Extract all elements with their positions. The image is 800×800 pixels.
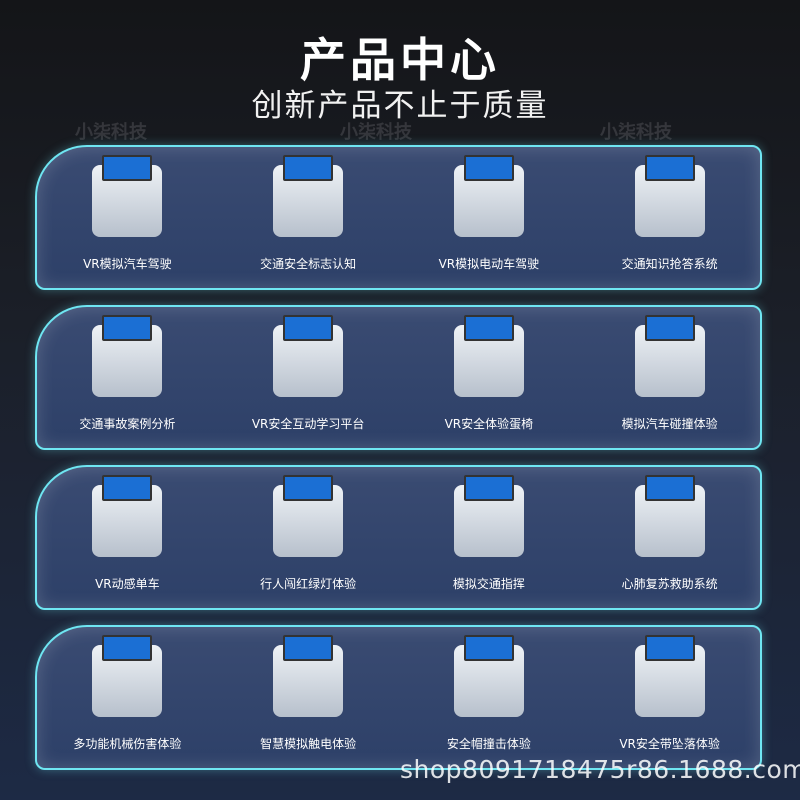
product-label: 模拟汽车碰撞体验	[621, 417, 718, 431]
product-row-card: 交通事故案例分析 VR安全互动学习平台 VR安全体验蛋椅 模拟汽车碰撞体验	[35, 305, 762, 450]
product-row-card: 多功能机械伤害体验 智慧模拟触电体验 安全帽撞击体验 VR安全带坠落体验	[35, 625, 762, 770]
product-item[interactable]: 交通事故案例分析	[37, 307, 218, 448]
product-item[interactable]: 模拟汽车碰撞体验	[579, 307, 760, 448]
product-image	[434, 475, 544, 567]
product-image	[72, 315, 182, 407]
product-row-card: VR动感单车 行人闯红绿灯体验 模拟交通指挥 心肺复苏救助系统	[35, 465, 762, 610]
product-image	[434, 315, 544, 407]
product-label: 交通安全标志认知	[260, 257, 357, 271]
product-item[interactable]: 心肺复苏救助系统	[579, 467, 760, 608]
product-image	[434, 155, 544, 247]
product-item[interactable]: VR安全带坠落体验	[579, 627, 760, 768]
product-label: VR动感单车	[95, 577, 160, 591]
product-item[interactable]: VR动感单车	[37, 467, 218, 608]
product-label: VR安全体验蛋椅	[444, 417, 534, 431]
product-item[interactable]: 多功能机械伤害体验	[37, 627, 218, 768]
product-image	[615, 475, 725, 567]
product-label: 安全帽撞击体验	[446, 737, 531, 751]
product-label: 交通知识抢答系统	[621, 257, 718, 271]
product-item[interactable]: 模拟交通指挥	[399, 467, 580, 608]
watermark-logo: 小柒科技	[340, 122, 412, 143]
product-item[interactable]: VR安全互动学习平台	[218, 307, 399, 448]
product-image	[253, 475, 363, 567]
product-item[interactable]: 行人闯红绿灯体验	[218, 467, 399, 608]
product-image	[615, 635, 725, 727]
product-item[interactable]: 智慧模拟触电体验	[218, 627, 399, 768]
product-item[interactable]: 安全帽撞击体验	[399, 627, 580, 768]
product-item[interactable]: VR模拟电动车驾驶	[399, 147, 580, 288]
shop-url: shop8091718475r86.1688.com	[400, 755, 800, 784]
page-subtitle: 创新产品不止于质量	[251, 88, 549, 124]
product-label: VR安全带坠落体验	[619, 737, 720, 751]
product-label: VR安全互动学习平台	[251, 417, 365, 431]
product-label: 多功能机械伤害体验	[73, 737, 182, 751]
product-item[interactable]: VR安全体验蛋椅	[399, 307, 580, 448]
watermark-logo: 小柒科技	[75, 122, 147, 143]
product-image	[72, 475, 182, 567]
product-image	[72, 635, 182, 727]
watermark-logo: 小柒科技	[600, 122, 672, 143]
product-label: 智慧模拟触电体验	[260, 737, 357, 751]
product-label: 模拟交通指挥	[452, 577, 525, 591]
product-item[interactable]: VR模拟汽车驾驶	[37, 147, 218, 288]
product-label: 行人闯红绿灯体验	[260, 577, 357, 591]
product-image	[72, 155, 182, 247]
page-title: 产品中心	[300, 33, 500, 87]
product-image	[253, 635, 363, 727]
product-label: VR模拟电动车驾驶	[438, 257, 540, 271]
product-label: 心肺复苏救助系统	[621, 577, 718, 591]
product-image	[615, 155, 725, 247]
product-row-card: VR模拟汽车驾驶 交通安全标志认知 VR模拟电动车驾驶 交通知识抢答系统	[35, 145, 762, 290]
product-label: VR模拟汽车驾驶	[83, 257, 172, 271]
product-item[interactable]: 交通知识抢答系统	[579, 147, 760, 288]
product-image	[434, 635, 544, 727]
product-label: 交通事故案例分析	[79, 417, 176, 431]
product-image	[253, 315, 363, 407]
product-image	[253, 155, 363, 247]
product-image	[615, 315, 725, 407]
product-item[interactable]: 交通安全标志认知	[218, 147, 399, 288]
